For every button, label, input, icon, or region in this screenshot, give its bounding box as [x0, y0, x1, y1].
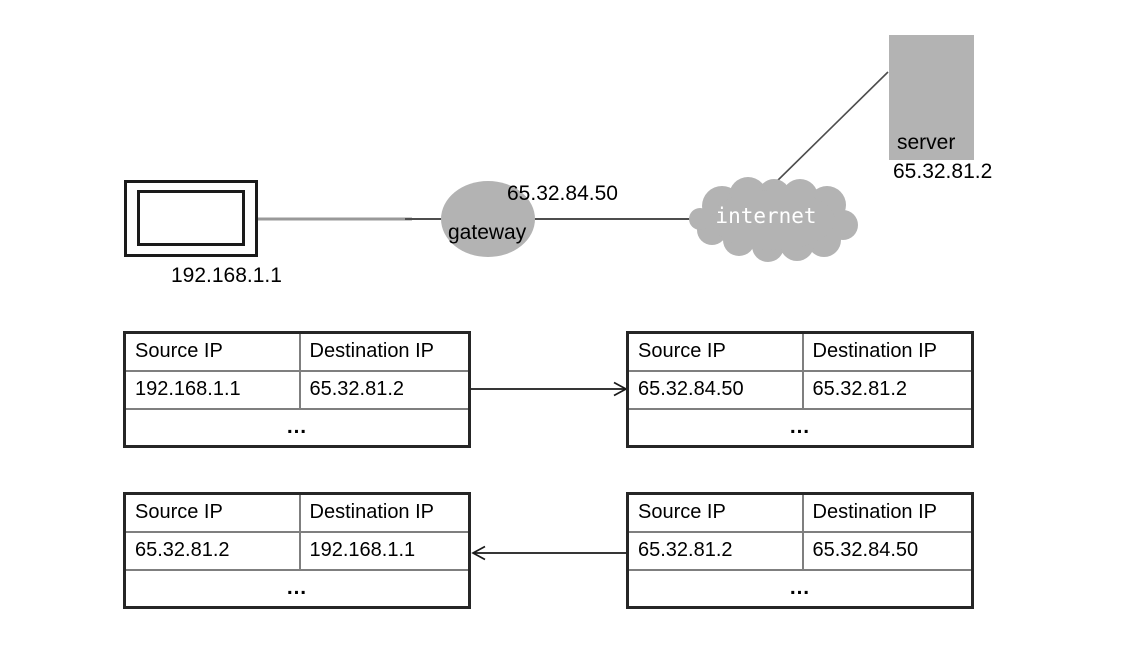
- internet-label: internet: [715, 204, 817, 228]
- source-ip-value: 65.32.81.2: [123, 530, 301, 571]
- gateway-label: gateway: [448, 221, 527, 244]
- table-row: …: [626, 568, 974, 609]
- source-ip-value: 65.32.84.50: [626, 369, 804, 410]
- server-label: server: [897, 131, 956, 154]
- table-row: …: [123, 568, 471, 609]
- table-header-row: Source IP Destination IP: [123, 331, 471, 372]
- source-ip-header: Source IP: [123, 331, 301, 372]
- table-row: 65.32.81.2 192.168.1.1: [123, 530, 471, 571]
- source-ip-header: Source IP: [123, 492, 301, 533]
- destination-ip-value: 65.32.81.2: [801, 369, 974, 410]
- server-ip-label: 65.32.81.2: [893, 160, 993, 183]
- wire-internet-server: [772, 71, 889, 186]
- destination-ip-value: 65.32.81.2: [298, 369, 471, 410]
- ellipsis-row: …: [626, 407, 974, 448]
- destination-ip-value: 65.32.84.50: [801, 530, 974, 571]
- ellipsis-row: …: [626, 568, 974, 609]
- source-ip-value: 192.168.1.1: [123, 369, 301, 410]
- ellipsis-row: …: [123, 407, 471, 448]
- computer-icon: [124, 180, 258, 257]
- computer-ip-label: 192.168.1.1: [171, 264, 282, 287]
- destination-ip-header: Destination IP: [298, 492, 471, 533]
- table-row: 65.32.84.50 65.32.81.2: [626, 369, 974, 410]
- destination-ip-header: Destination IP: [801, 492, 974, 533]
- destination-ip-header: Destination IP: [298, 331, 471, 372]
- gateway-ellipse-icon: [441, 181, 535, 257]
- packet-table-wan-inbound: Source IP Destination IP 65.32.81.2 65.3…: [626, 492, 974, 609]
- destination-ip-header: Destination IP: [801, 331, 974, 372]
- destination-ip-value: 192.168.1.1: [298, 530, 471, 571]
- arrow-right-icon: [471, 381, 628, 397]
- packet-table-lan-outbound: Source IP Destination IP 192.168.1.1 65.…: [123, 331, 471, 448]
- internet-cloud-icon: [689, 177, 858, 262]
- source-ip-value: 65.32.81.2: [626, 530, 804, 571]
- source-ip-header: Source IP: [626, 331, 804, 372]
- table-row: …: [123, 407, 471, 448]
- table-row: …: [626, 407, 974, 448]
- table-header-row: Source IP Destination IP: [123, 492, 471, 533]
- packet-table-lan-inbound: Source IP Destination IP 65.32.81.2 192.…: [123, 492, 471, 609]
- source-ip-header: Source IP: [626, 492, 804, 533]
- table-row: 65.32.81.2 65.32.84.50: [626, 530, 974, 571]
- arrow-left-icon: [471, 545, 626, 561]
- computer-screen: [137, 190, 245, 246]
- table-header-row: Source IP Destination IP: [626, 331, 974, 372]
- server-icon: [889, 35, 974, 160]
- table-header-row: Source IP Destination IP: [626, 492, 974, 533]
- table-row: 192.168.1.1 65.32.81.2: [123, 369, 471, 410]
- packet-table-wan-outbound: Source IP Destination IP 65.32.84.50 65.…: [626, 331, 974, 448]
- gateway-ip-label: 65.32.84.50: [507, 182, 618, 205]
- ellipsis-row: …: [123, 568, 471, 609]
